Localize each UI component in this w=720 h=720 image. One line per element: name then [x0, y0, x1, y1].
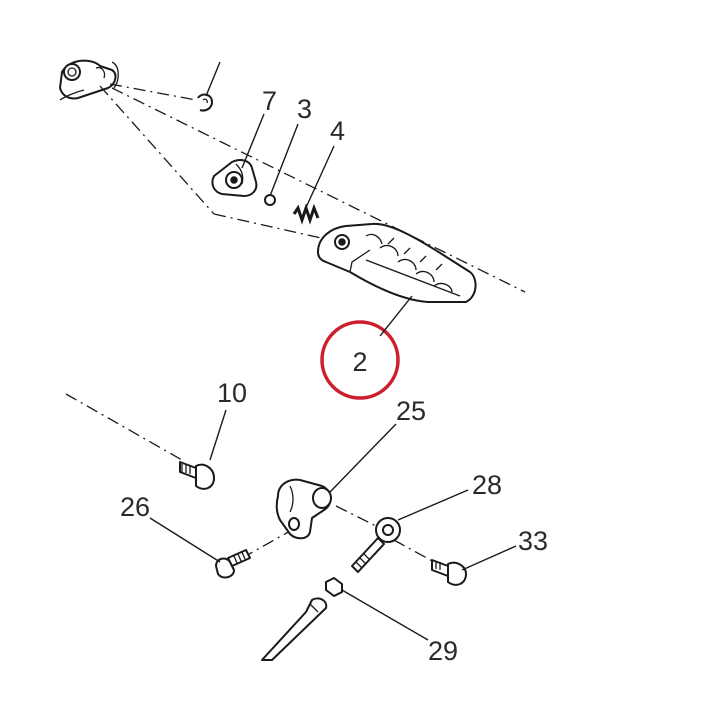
highlight-circle: [320, 320, 400, 400]
leader-lines-lower: [149, 409, 517, 641]
pivot-bushing-part-7: [211, 159, 258, 197]
callout-33: 33: [518, 526, 548, 556]
screw-part-33: [431, 559, 467, 586]
callout-26: 26: [120, 492, 150, 522]
e-clip: [197, 93, 213, 112]
callout-10: 10: [217, 378, 247, 408]
screw-part-26: [215, 549, 251, 579]
callout-3: 3: [297, 94, 312, 124]
callout-29: 29: [428, 636, 458, 666]
nut-part-29: [325, 577, 343, 597]
leader-lines-upper: [205, 61, 413, 337]
rod-end-part-28: [351, 517, 401, 573]
spring-part-4: [292, 203, 320, 225]
detent-ball-part-3: [264, 194, 276, 206]
callout-4: 4: [330, 116, 345, 146]
axis-lines-upper: [99, 83, 526, 293]
callout-7: 7: [262, 86, 277, 116]
callout-28: 28: [472, 470, 502, 500]
footpeg-part-2: [317, 222, 477, 303]
screw-part-10: [179, 461, 215, 490]
callout-2: 2: [352, 347, 367, 377]
frame-bracket-partial: [59, 59, 119, 101]
shift-rod: [261, 597, 328, 661]
callout-25: 25: [396, 396, 426, 426]
axis-lines-lower: [65, 393, 435, 563]
linkage-bracket-part-25: [275, 478, 332, 540]
